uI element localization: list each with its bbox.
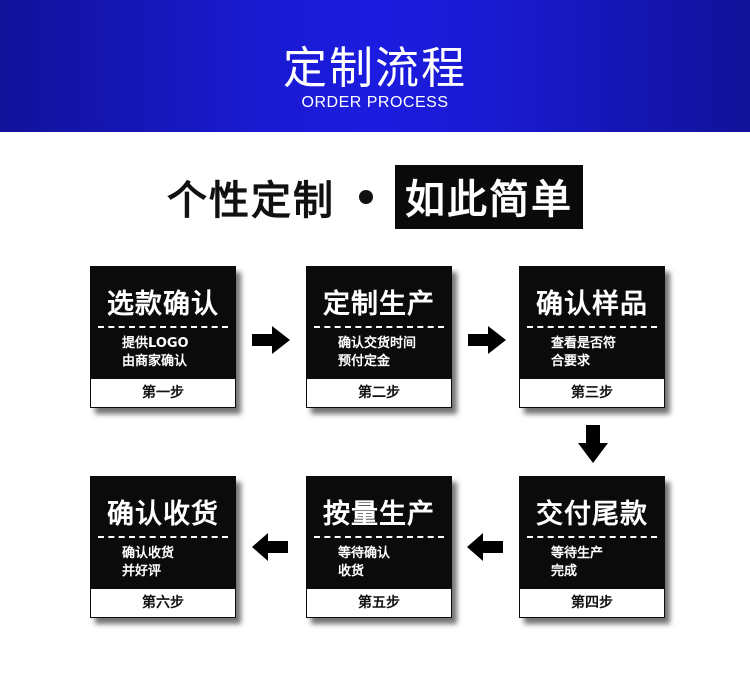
step-card-3: 确认样品 查看是否符 合要求 第三步 bbox=[519, 266, 665, 408]
step-description: 提供LOGO 由商家确认 bbox=[122, 336, 189, 369]
step-title: 确认样品 bbox=[536, 289, 648, 320]
step-number: 第六步 bbox=[91, 589, 235, 617]
arrow-down-icon bbox=[578, 425, 608, 463]
step-title: 交付尾款 bbox=[536, 499, 648, 530]
dashed-divider bbox=[98, 326, 228, 328]
arrow-left-icon bbox=[252, 533, 288, 561]
bullet-dot-icon bbox=[359, 190, 373, 204]
arrow-right-icon bbox=[252, 326, 290, 354]
header-banner: 定制流程 ORDER PROCESS bbox=[0, 0, 750, 132]
dashed-divider bbox=[314, 326, 444, 328]
step-card-6: 确认收货 确认收货 并好评 第六步 bbox=[90, 476, 236, 618]
step-description: 查看是否符 合要求 bbox=[551, 336, 617, 369]
step-title: 确认收货 bbox=[107, 499, 219, 530]
step-number: 第四步 bbox=[520, 589, 664, 617]
page-title: 定制流程 bbox=[283, 43, 467, 94]
step-description: 确认收货 并好评 bbox=[122, 546, 175, 579]
dashed-divider bbox=[98, 536, 228, 538]
step-description: 等待生产 完成 bbox=[551, 546, 604, 579]
page-subtitle: ORDER PROCESS bbox=[301, 94, 449, 111]
arrow-right-icon bbox=[468, 326, 506, 354]
step-number: 第三步 bbox=[520, 379, 664, 407]
step-title: 按量生产 bbox=[323, 499, 435, 530]
tagline: 个性定制 如此简单 bbox=[0, 165, 750, 229]
step-title: 选款确认 bbox=[107, 289, 219, 320]
dashed-divider bbox=[527, 536, 657, 538]
step-card-5: 按量生产 等待确认 收货 第五步 bbox=[306, 476, 452, 618]
step-number: 第一步 bbox=[91, 379, 235, 407]
tagline-right: 如此简单 bbox=[395, 165, 583, 229]
dashed-divider bbox=[527, 326, 657, 328]
tagline-left: 个性定制 bbox=[167, 178, 335, 224]
step-title: 定制生产 bbox=[323, 289, 435, 320]
step-card-2: 定制生产 确认交货时间 预付定金 第二步 bbox=[306, 266, 452, 408]
step-number: 第二步 bbox=[307, 379, 451, 407]
step-card-1: 选款确认 提供LOGO 由商家确认 第一步 bbox=[90, 266, 236, 408]
arrow-left-icon bbox=[467, 533, 503, 561]
step-card-4: 交付尾款 等待生产 完成 第四步 bbox=[519, 476, 665, 618]
step-description: 确认交货时间 预付定金 bbox=[338, 336, 417, 369]
dashed-divider bbox=[314, 536, 444, 538]
step-number: 第五步 bbox=[307, 589, 451, 617]
step-description: 等待确认 收货 bbox=[338, 546, 391, 579]
